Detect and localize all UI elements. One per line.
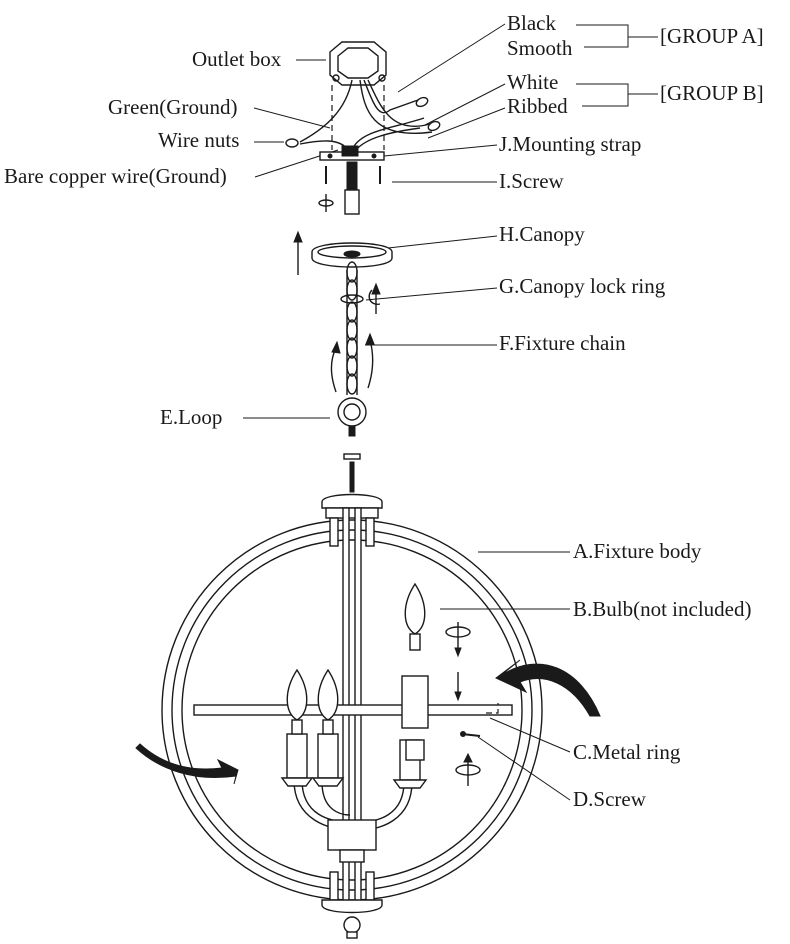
- group-b-bracket: [576, 83, 629, 107]
- label-wire-nuts: Wire nuts: [158, 128, 239, 152]
- leader-canopy-lock-ring: [365, 287, 498, 301]
- leader-canopy: [387, 235, 498, 249]
- label-bare-copper-wire: Bare copper wire(Ground): [4, 164, 227, 188]
- mounting-screws: [318, 166, 381, 212]
- wires: [299, 79, 433, 151]
- label-canopy-lock-ring: G.Canopy lock ring: [499, 274, 666, 298]
- leader-screw-d: [477, 736, 571, 801]
- leader-lines: [243, 23, 658, 801]
- label-ribbed: Ribbed: [507, 94, 568, 118]
- label-fixture-body: A.Fixture body: [573, 539, 702, 563]
- loop: [337, 397, 367, 493]
- outlet-box: [329, 41, 387, 150]
- label-canopy: H.Canopy: [499, 222, 585, 246]
- leader-white: [424, 83, 506, 126]
- fixture-chain: [330, 261, 375, 395]
- label-mounting-strap: J.Mounting strap: [499, 132, 641, 156]
- candle-arms: [293, 779, 413, 863]
- label-smooth: Smooth: [507, 36, 573, 60]
- candle-sockets: [280, 733, 428, 789]
- group-a-bracket: [576, 24, 629, 48]
- wire-nut-icons: [285, 96, 441, 148]
- label-outlet-box: Outlet box: [192, 47, 282, 71]
- fixture-body: [161, 493, 543, 939]
- label-metal-ring: C.Metal ring: [573, 740, 681, 764]
- rotation-arrow-icons: [445, 622, 481, 786]
- leader-black: [397, 23, 506, 93]
- leader-green-ground: [253, 107, 331, 129]
- leader-ribbed: [427, 107, 506, 139]
- canopy: [293, 230, 393, 275]
- label-fixture-chain: F.Fixture chain: [499, 331, 626, 355]
- rotate-fixture-arrow-icons: [135, 659, 601, 785]
- leader-mounting-strap: [383, 144, 498, 157]
- label-loop: E.Loop: [160, 405, 222, 429]
- label-green-ground: Green(Ground): [108, 95, 237, 119]
- label-group-b: [GROUP B]: [660, 81, 764, 105]
- label-group-a: [GROUP A]: [660, 24, 764, 48]
- bulb-icons: [286, 582, 429, 761]
- label-white: White: [507, 70, 558, 94]
- threaded-nipple: [344, 161, 360, 215]
- label-bulb: B.Bulb(not included): [573, 597, 751, 621]
- mounting-strap: [319, 145, 385, 161]
- label-screw-d: D.Screw: [573, 787, 647, 811]
- label-black: Black: [507, 11, 556, 35]
- label-screw-i: I.Screw: [499, 169, 565, 193]
